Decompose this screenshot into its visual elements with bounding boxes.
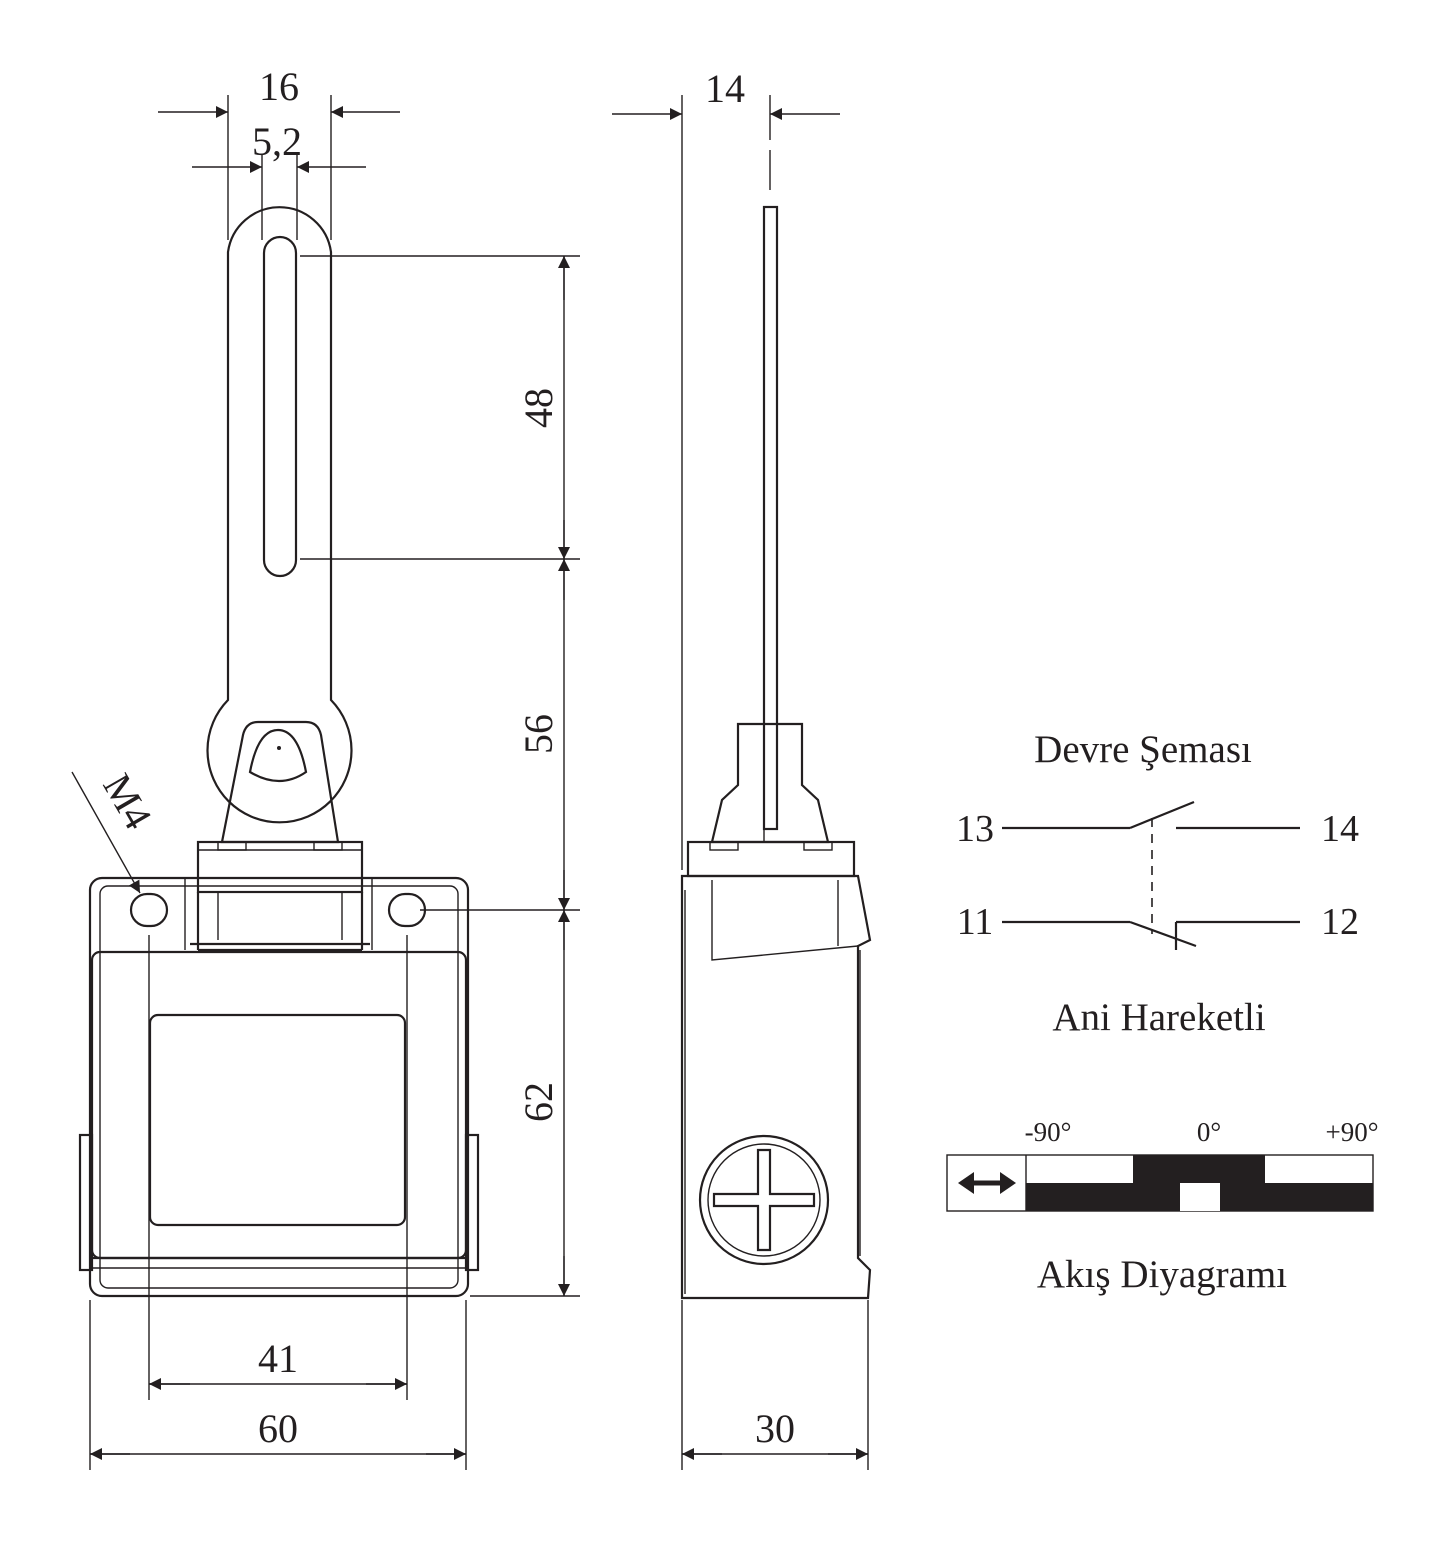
double-arrow-icon (958, 1172, 1016, 1194)
terminal-13: 13 (956, 808, 994, 850)
dim-body-height: 62 (516, 1082, 561, 1122)
side-body (680, 874, 872, 1300)
dim-body-width: 60 (258, 1406, 298, 1451)
side-lever-blade (762, 205, 779, 831)
circuit-diagram: Devre Şeması 13 14 11 12 Ani Hareketli (956, 728, 1359, 1039)
terminal-11: 11 (957, 901, 994, 943)
flow-bar-no (1133, 1155, 1265, 1183)
mount-hole-left (129, 892, 169, 928)
front-lever-slot (262, 235, 298, 578)
circuit-title: Devre Şeması (1034, 728, 1252, 771)
front-lever-arm (206, 206, 353, 824)
flow-title: Akış Diyagramı (1037, 1253, 1287, 1296)
dim-mount-hole-spacing: 41 (258, 1336, 298, 1381)
circuit-subtitle: Ani Hareketli (1052, 996, 1266, 1039)
front-body-housing (88, 876, 470, 1298)
front-shaft-clamp (220, 720, 340, 844)
front-cover-window (148, 1013, 407, 1227)
side-head-clamp (710, 722, 830, 844)
front-view (78, 206, 480, 1400)
dim-lever-width: 16 (259, 64, 299, 109)
angle-plus-90: +90° (1325, 1117, 1378, 1147)
flow-diagram: -90° 0° +90° Akış Diyagramı (946, 1117, 1379, 1296)
front-head-collar (196, 840, 364, 894)
terminal-12: 12 (1321, 901, 1359, 943)
angle-0: 0° (1197, 1117, 1221, 1147)
side-gland-cross (712, 1148, 816, 1252)
side-head-collar (686, 840, 856, 878)
dim-body-depth: 30 (755, 1406, 795, 1451)
side-cable-gland (698, 1134, 830, 1266)
side-view (680, 150, 872, 1300)
dim-slot-length: 48 (516, 388, 561, 428)
dim-thread: M4 (94, 766, 161, 837)
front-side-grip-right (464, 1133, 480, 1272)
dim-side-lever-offset: 14 (705, 66, 745, 111)
front-side-grip-left (78, 1133, 94, 1272)
mount-hole-right (387, 892, 427, 928)
front-roller-cam (248, 728, 308, 783)
angle-minus-90: -90° (1025, 1117, 1072, 1147)
dim-lever-to-head: 56 (516, 714, 561, 754)
terminal-14: 14 (1321, 808, 1359, 850)
side-dimensions: 14 30 (612, 66, 869, 1470)
dim-slot-width: 5,2 (252, 119, 302, 164)
front-cover (90, 950, 468, 1260)
